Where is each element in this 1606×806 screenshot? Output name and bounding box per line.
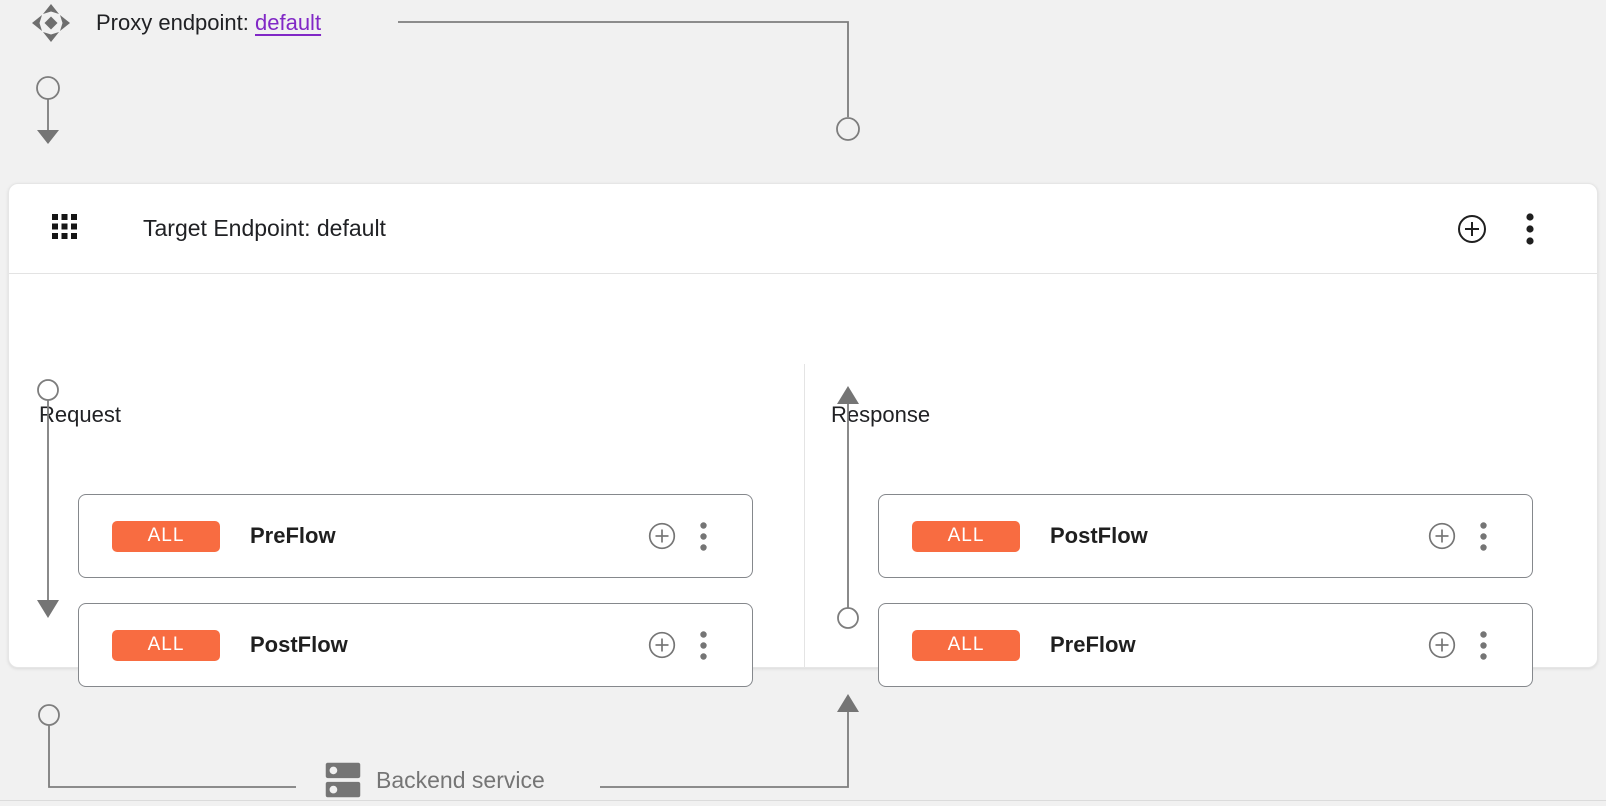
condition-badge: ALL [112, 520, 220, 552]
kebab-menu-icon[interactable] [699, 521, 708, 552]
target-endpoint-header: Target Endpoint: default [9, 184, 1597, 274]
proxy-endpoint-text: Proxy endpoint: [96, 10, 249, 35]
add-circle-icon[interactable] [1457, 214, 1487, 244]
proxy-endpoint-icon [30, 2, 72, 49]
flow-name: PostFlow [250, 632, 348, 657]
connector-proxy-to-target [398, 21, 860, 141]
flow-name: PreFlow [250, 523, 336, 548]
connector-to-backend [38, 704, 296, 788]
proxy-endpoint-label: Proxy endpoint: default [96, 7, 321, 38]
backend-service-label: Backend service [376, 766, 545, 793]
condition-badge: ALL [912, 520, 1020, 552]
request-panel-title: Request [39, 402, 121, 427]
kebab-menu-icon[interactable] [699, 630, 708, 661]
request-postflow-card[interactable]: ALL PostFlow [78, 603, 753, 687]
panel-divider [804, 364, 805, 667]
proxy-endpoint-link[interactable]: default [255, 10, 322, 35]
add-policy-icon[interactable] [648, 631, 676, 659]
target-endpoint-title: Target Endpoint: default [143, 215, 386, 241]
flow-name: PostFlow [1050, 523, 1148, 548]
add-policy-icon[interactable] [648, 522, 676, 550]
backend-service-icon [320, 757, 366, 806]
flow-name: PreFlow [1050, 632, 1136, 657]
response-postflow-card[interactable]: ALL PostFlow [878, 494, 1533, 578]
response-panel-title: Response [831, 402, 931, 427]
connector-proxy-down-arrow [36, 76, 60, 144]
response-preflow-card[interactable]: ALL PreFlow [878, 603, 1533, 687]
target-endpoint-card: Target Endpoint: default Request Respon [8, 183, 1598, 687]
kebab-menu-icon[interactable] [1479, 630, 1488, 661]
request-preflow-card[interactable]: ALL PreFlow [78, 494, 753, 578]
kebab-menu-icon[interactable] [1479, 521, 1488, 552]
condition-badge: ALL [912, 629, 1020, 661]
add-policy-icon[interactable] [1428, 522, 1456, 550]
grid-icon [52, 213, 77, 244]
bottom-divider [0, 800, 1606, 801]
add-policy-icon[interactable] [1428, 631, 1456, 659]
target-endpoint-body: Request Response ALL PreFlow [9, 274, 1597, 687]
condition-badge: ALL [112, 629, 220, 661]
kebab-menu-icon[interactable] [1525, 212, 1535, 246]
connector-from-backend [600, 694, 859, 788]
